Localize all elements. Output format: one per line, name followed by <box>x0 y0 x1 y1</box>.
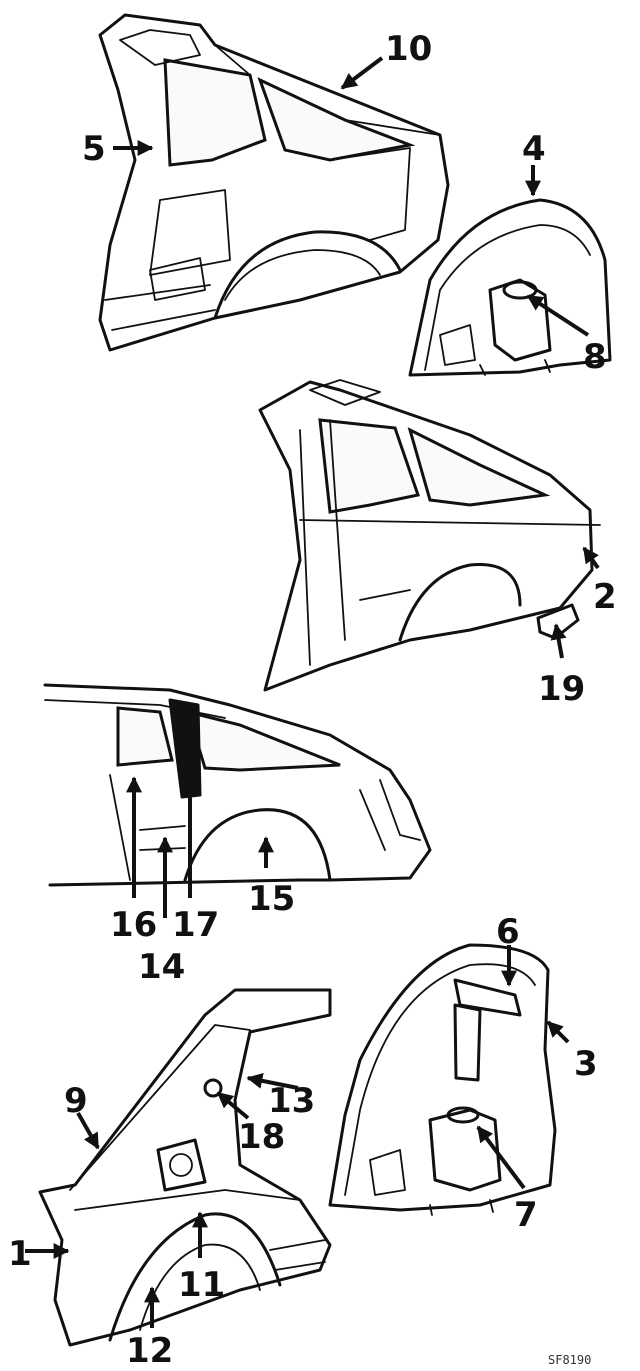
quarter-panel-extension <box>536 603 580 640</box>
leader-8 <box>526 294 590 337</box>
callout-9: 9 <box>64 1081 88 1121</box>
callout-17: 17 <box>172 905 219 945</box>
callout-10: 10 <box>385 29 432 69</box>
callout-8: 8 <box>583 337 607 377</box>
wheelhouse-inner <box>328 943 557 1216</box>
body-side-panel <box>43 683 432 887</box>
callout-2: 2 <box>593 577 617 617</box>
callout-18: 18 <box>238 1117 285 1157</box>
leader-7 <box>476 1125 526 1190</box>
callout-4: 4 <box>522 129 546 169</box>
inner-quarter-panel-assembly <box>98 13 450 352</box>
callout-5: 5 <box>82 129 106 169</box>
leader-19 <box>550 623 567 659</box>
callout-19: 19 <box>538 669 585 709</box>
callout-1: 1 <box>8 1234 32 1274</box>
leader-lines <box>25 56 600 1328</box>
figure-code: SF8190 <box>548 1353 591 1367</box>
callout-6: 6 <box>496 912 520 952</box>
leader-10 <box>340 56 384 90</box>
leader-3 <box>546 1020 570 1044</box>
callout-7: 7 <box>514 1195 538 1235</box>
leader-13 <box>246 1072 299 1090</box>
callout-14: 14 <box>138 947 185 987</box>
wheelhouse-outer <box>408 198 612 377</box>
callout-numbers: 5 10 4 8 2 19 16 17 15 14 6 3 7 9 13 18 … <box>8 29 617 1371</box>
leader-9 <box>76 1112 100 1150</box>
callout-13: 13 <box>268 1081 315 1121</box>
callout-15: 15 <box>248 879 295 919</box>
callout-12: 12 <box>126 1331 173 1371</box>
leader-18 <box>216 1091 250 1120</box>
callout-11: 11 <box>178 1265 225 1305</box>
callout-3: 3 <box>574 1044 598 1084</box>
quarter-inner-lower <box>38 988 332 1347</box>
quarter-panel-outer <box>258 379 601 692</box>
callout-16: 16 <box>110 905 157 945</box>
leader-2 <box>582 546 600 570</box>
